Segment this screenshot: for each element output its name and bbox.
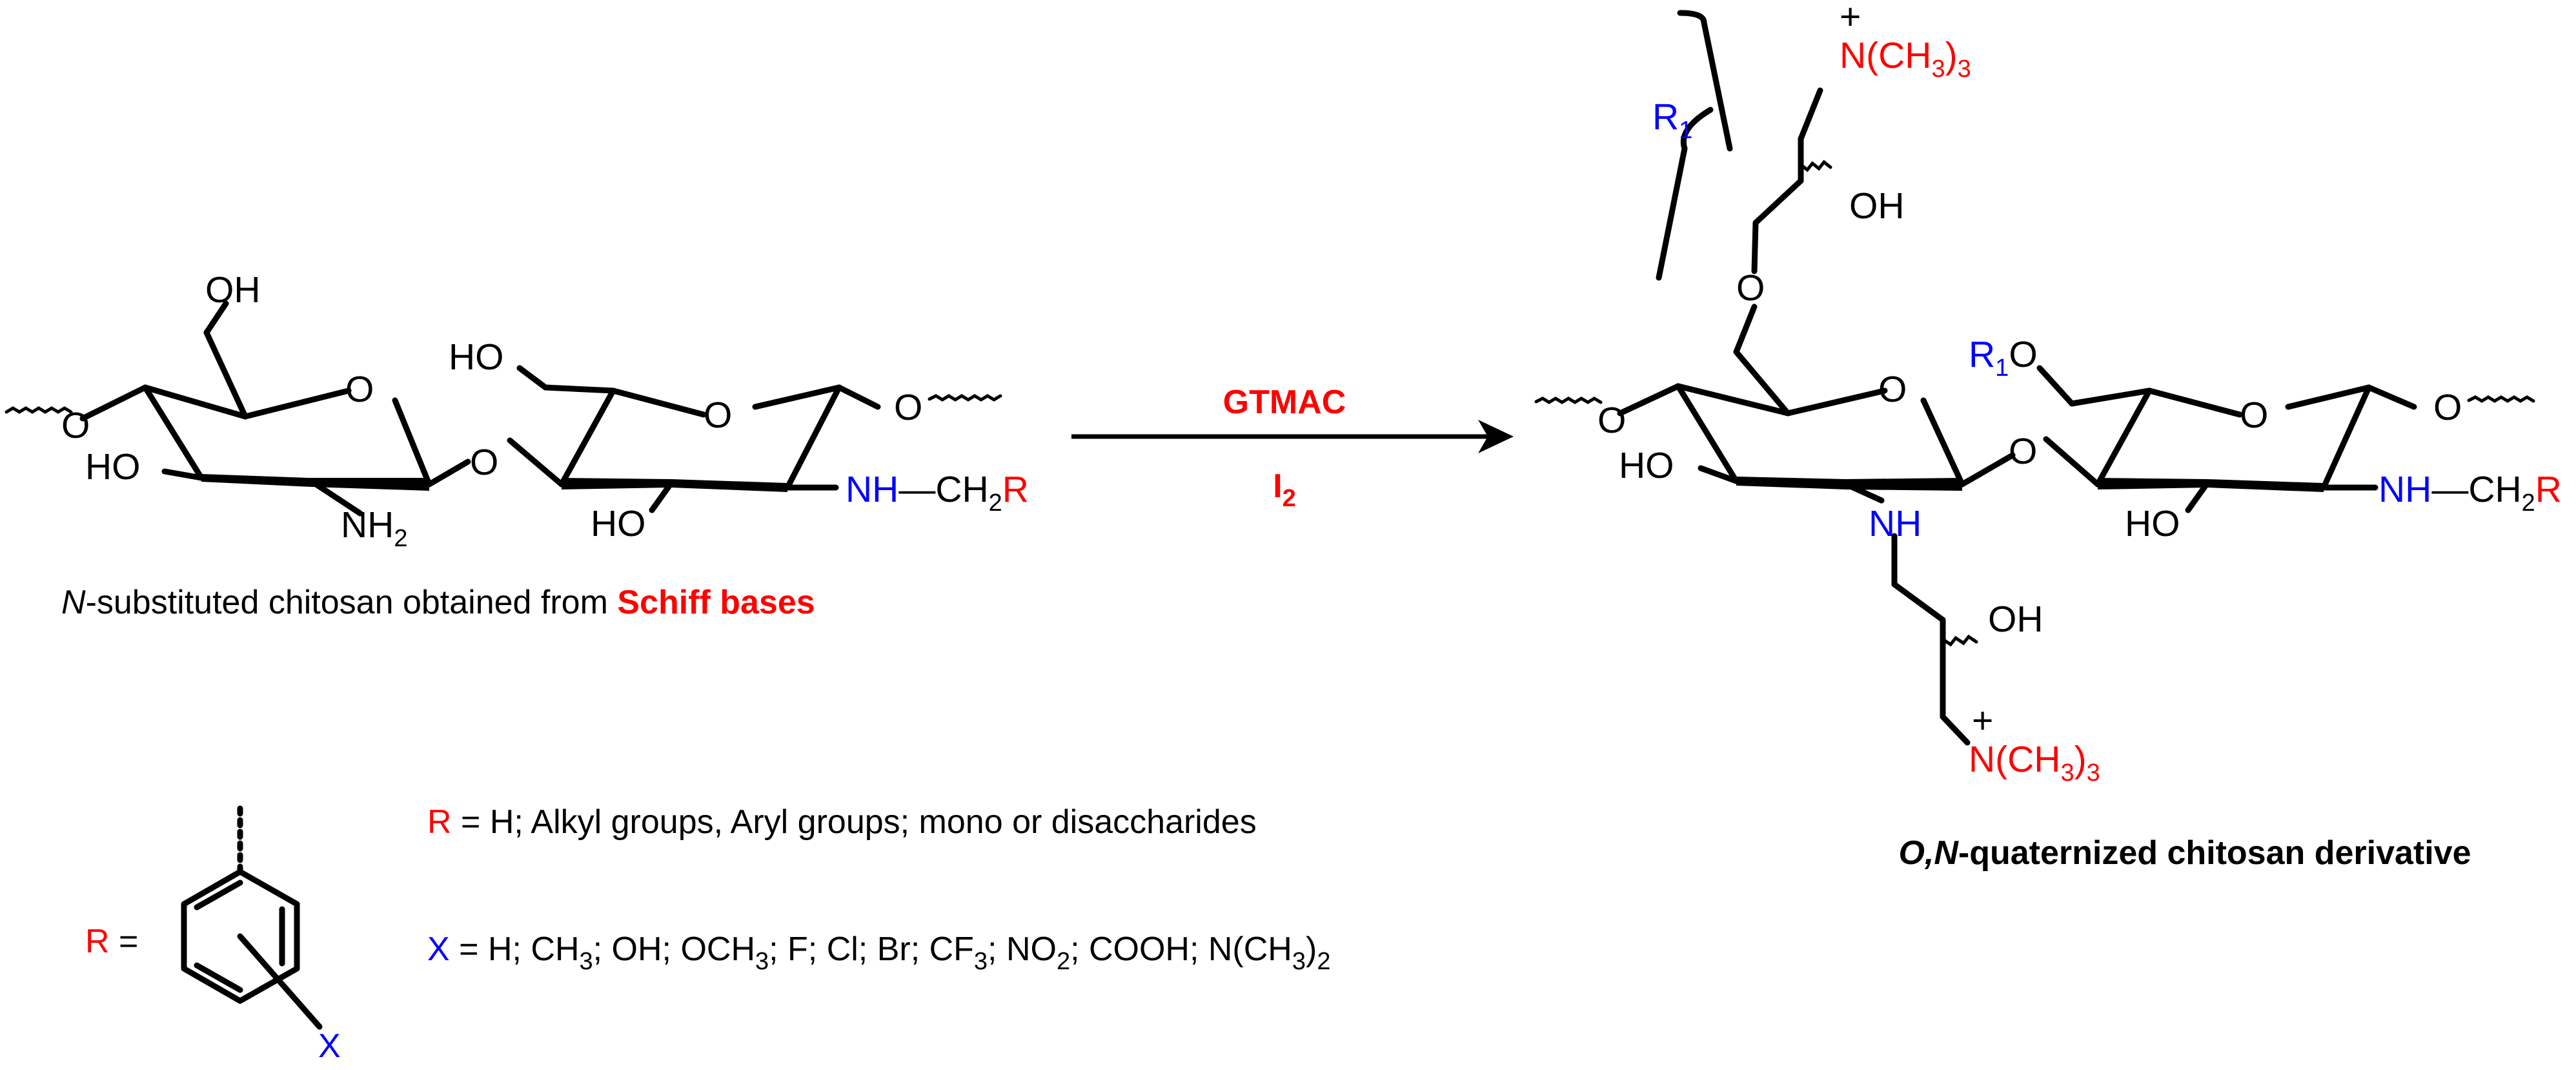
- product-structure: O O O HO NH O OH OH R1 N(CH3)3 + N(CH3)3…: [1534, 0, 2562, 787]
- arrowhead: [1478, 420, 1514, 453]
- benzene-ring: X: [181, 801, 341, 1065]
- wedge-bond: [2207, 479, 2324, 492]
- trimethylammonium-upper: N(CH3)3: [1840, 35, 1971, 83]
- ring-oxygen: O: [704, 395, 732, 436]
- wavy-bond-left: [1534, 396, 1603, 404]
- wavy-bond: [1799, 159, 1832, 172]
- wedge-bond: [309, 478, 429, 491]
- atom-nh2: NH2: [341, 504, 407, 552]
- atom-o: O: [894, 387, 922, 428]
- catalyst-label: I2: [1273, 468, 1296, 512]
- r-definition: R = H; Alkyl groups, Aryl groups; mono o…: [427, 803, 1257, 841]
- glycosidic-oxygen: O: [2009, 431, 2037, 472]
- wedge-bond: [201, 474, 311, 487]
- wedge-bond: [1846, 478, 1962, 491]
- wedge-bond: [562, 478, 671, 489]
- wavy-bond-left: [5, 406, 73, 414]
- ring-oxygen: O: [1878, 369, 1907, 410]
- atom-oh: OH: [1988, 599, 2044, 640]
- glycosidic-oxygen: O: [470, 442, 498, 483]
- wedge-bond: [2098, 478, 2207, 489]
- plus-charge: +: [1840, 0, 1861, 37]
- atom-oh: OH: [1849, 185, 1905, 227]
- wedge-bond: [671, 479, 787, 492]
- r-aryl-label: R =: [85, 923, 138, 960]
- wavy-bond: [1941, 634, 1978, 647]
- wavy-bond-right: [2467, 395, 2535, 403]
- atom-o: O: [1736, 267, 1765, 309]
- x-substituent-label: X: [318, 1027, 341, 1065]
- atom-ho: HO: [2125, 503, 2180, 544]
- wedge-bond: [1736, 477, 1846, 489]
- reactant-structure: O O OH HO NH2 O HO O O HO NH—CH2R: [5, 269, 1029, 552]
- atom-o: O: [61, 405, 90, 446]
- ring-oxygen: O: [2240, 395, 2268, 436]
- plus-charge: +: [1972, 700, 1993, 741]
- bracket: [1656, 10, 1733, 281]
- product-caption: O,N-quaternized chitosan derivative: [1898, 834, 2471, 872]
- ring-oxygen: O: [345, 369, 374, 410]
- reaction-arrow: GTMAC I2: [1071, 384, 1514, 512]
- reagent-label: GTMAC: [1223, 384, 1346, 421]
- atom-ho: HO: [1619, 445, 1674, 486]
- x-definition: X = H; CH3; OH; OCH3; F; Cl; Br; CF3; NO…: [427, 931, 1330, 975]
- wavy-bond-right: [928, 394, 1002, 402]
- atom-nh: NH: [1869, 503, 1922, 544]
- r1o-group: R1O: [1969, 334, 2038, 382]
- reactant-caption: N-substituted chitosan obtained from Sch…: [61, 584, 815, 621]
- atom-o: O: [2433, 387, 2462, 428]
- substituent-legend: R = H; Alkyl groups, Aryl groups; mono o…: [85, 801, 1330, 1065]
- nh-ch2r-group: NH—CH2R: [2378, 469, 2562, 517]
- trimethylammonium-lower: N(CH3)3: [1969, 739, 2100, 787]
- r1-label: R1: [1652, 96, 1692, 144]
- atom-ho: HO: [591, 503, 646, 544]
- nh-ch2r-group: NH—CH2R: [846, 469, 1029, 517]
- atom-o: O: [1597, 400, 1626, 441]
- atom-ho: HO: [85, 446, 141, 488]
- atom-ho: HO: [449, 336, 504, 378]
- atom-oh: OH: [205, 269, 261, 311]
